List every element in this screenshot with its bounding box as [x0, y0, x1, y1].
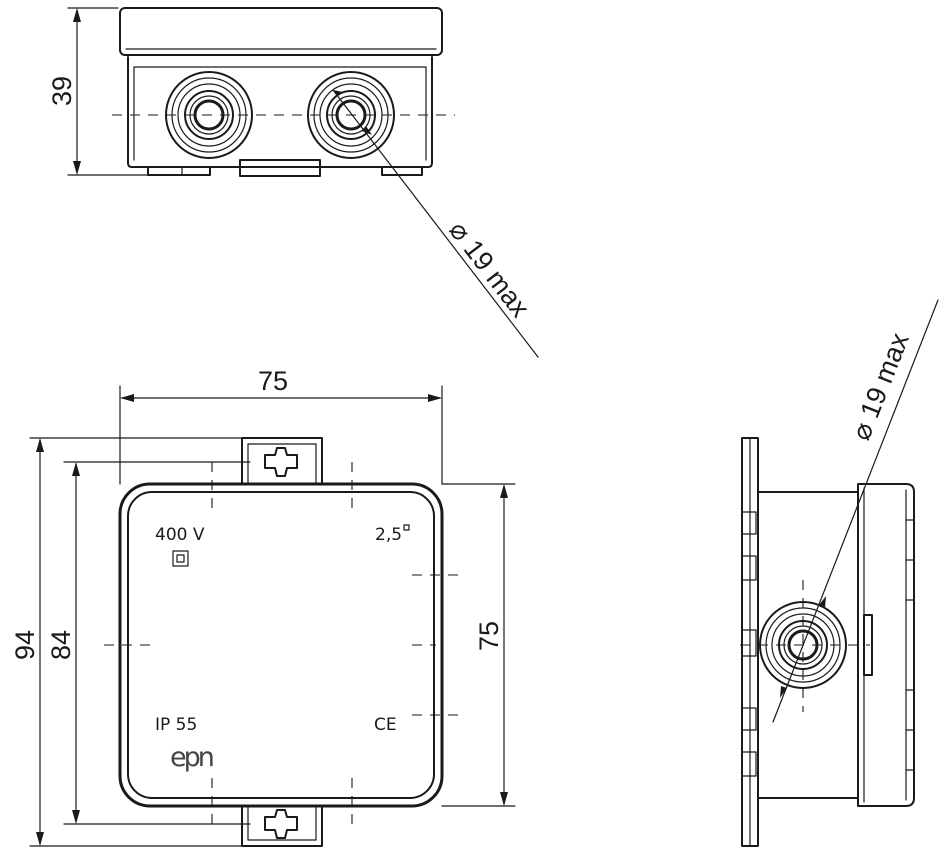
square-mm-icon — [403, 524, 410, 531]
diameter-leader-side — [772, 299, 939, 723]
diameter-label-top: ⌀ 19 max — [443, 215, 535, 323]
top-view-foot — [381, 166, 423, 176]
mounting-lug-bottom — [241, 805, 323, 847]
dim-label-75-vertical: 75 — [474, 621, 504, 651]
dim-label-84: 84 — [46, 630, 76, 660]
dim-label-75-horizontal: 75 — [258, 366, 288, 396]
side-lid — [857, 483, 915, 807]
double-insulation-icon — [172, 550, 189, 567]
front-view: 400 V 2,5 IP 55 CE epn 75 94 84 — [10, 366, 516, 847]
diameter-leader-top — [332, 89, 539, 358]
cross-section-label: 2,5 — [375, 525, 402, 545]
lid-outline — [118, 482, 444, 808]
top-view-foot — [147, 166, 211, 176]
dim-label-39: 39 — [47, 76, 77, 106]
dim-label-94: 94 — [10, 630, 40, 660]
ip-rating-label: IP 55 — [155, 715, 197, 735]
brand-logo: epn — [170, 742, 213, 773]
top-view-clip — [239, 159, 321, 177]
screw-slot-icon — [264, 809, 298, 839]
mounting-lug-top — [241, 437, 323, 485]
voltage-label: 400 V — [155, 525, 205, 545]
screw-slot-icon — [264, 447, 298, 477]
ce-mark: CE — [374, 715, 397, 735]
top-view: 39 ⌀ 19 max — [47, 7, 539, 358]
side-view: ⌀ 19 max — [740, 299, 939, 847]
top-view-body — [127, 56, 433, 168]
top-view-lid — [119, 7, 443, 56]
